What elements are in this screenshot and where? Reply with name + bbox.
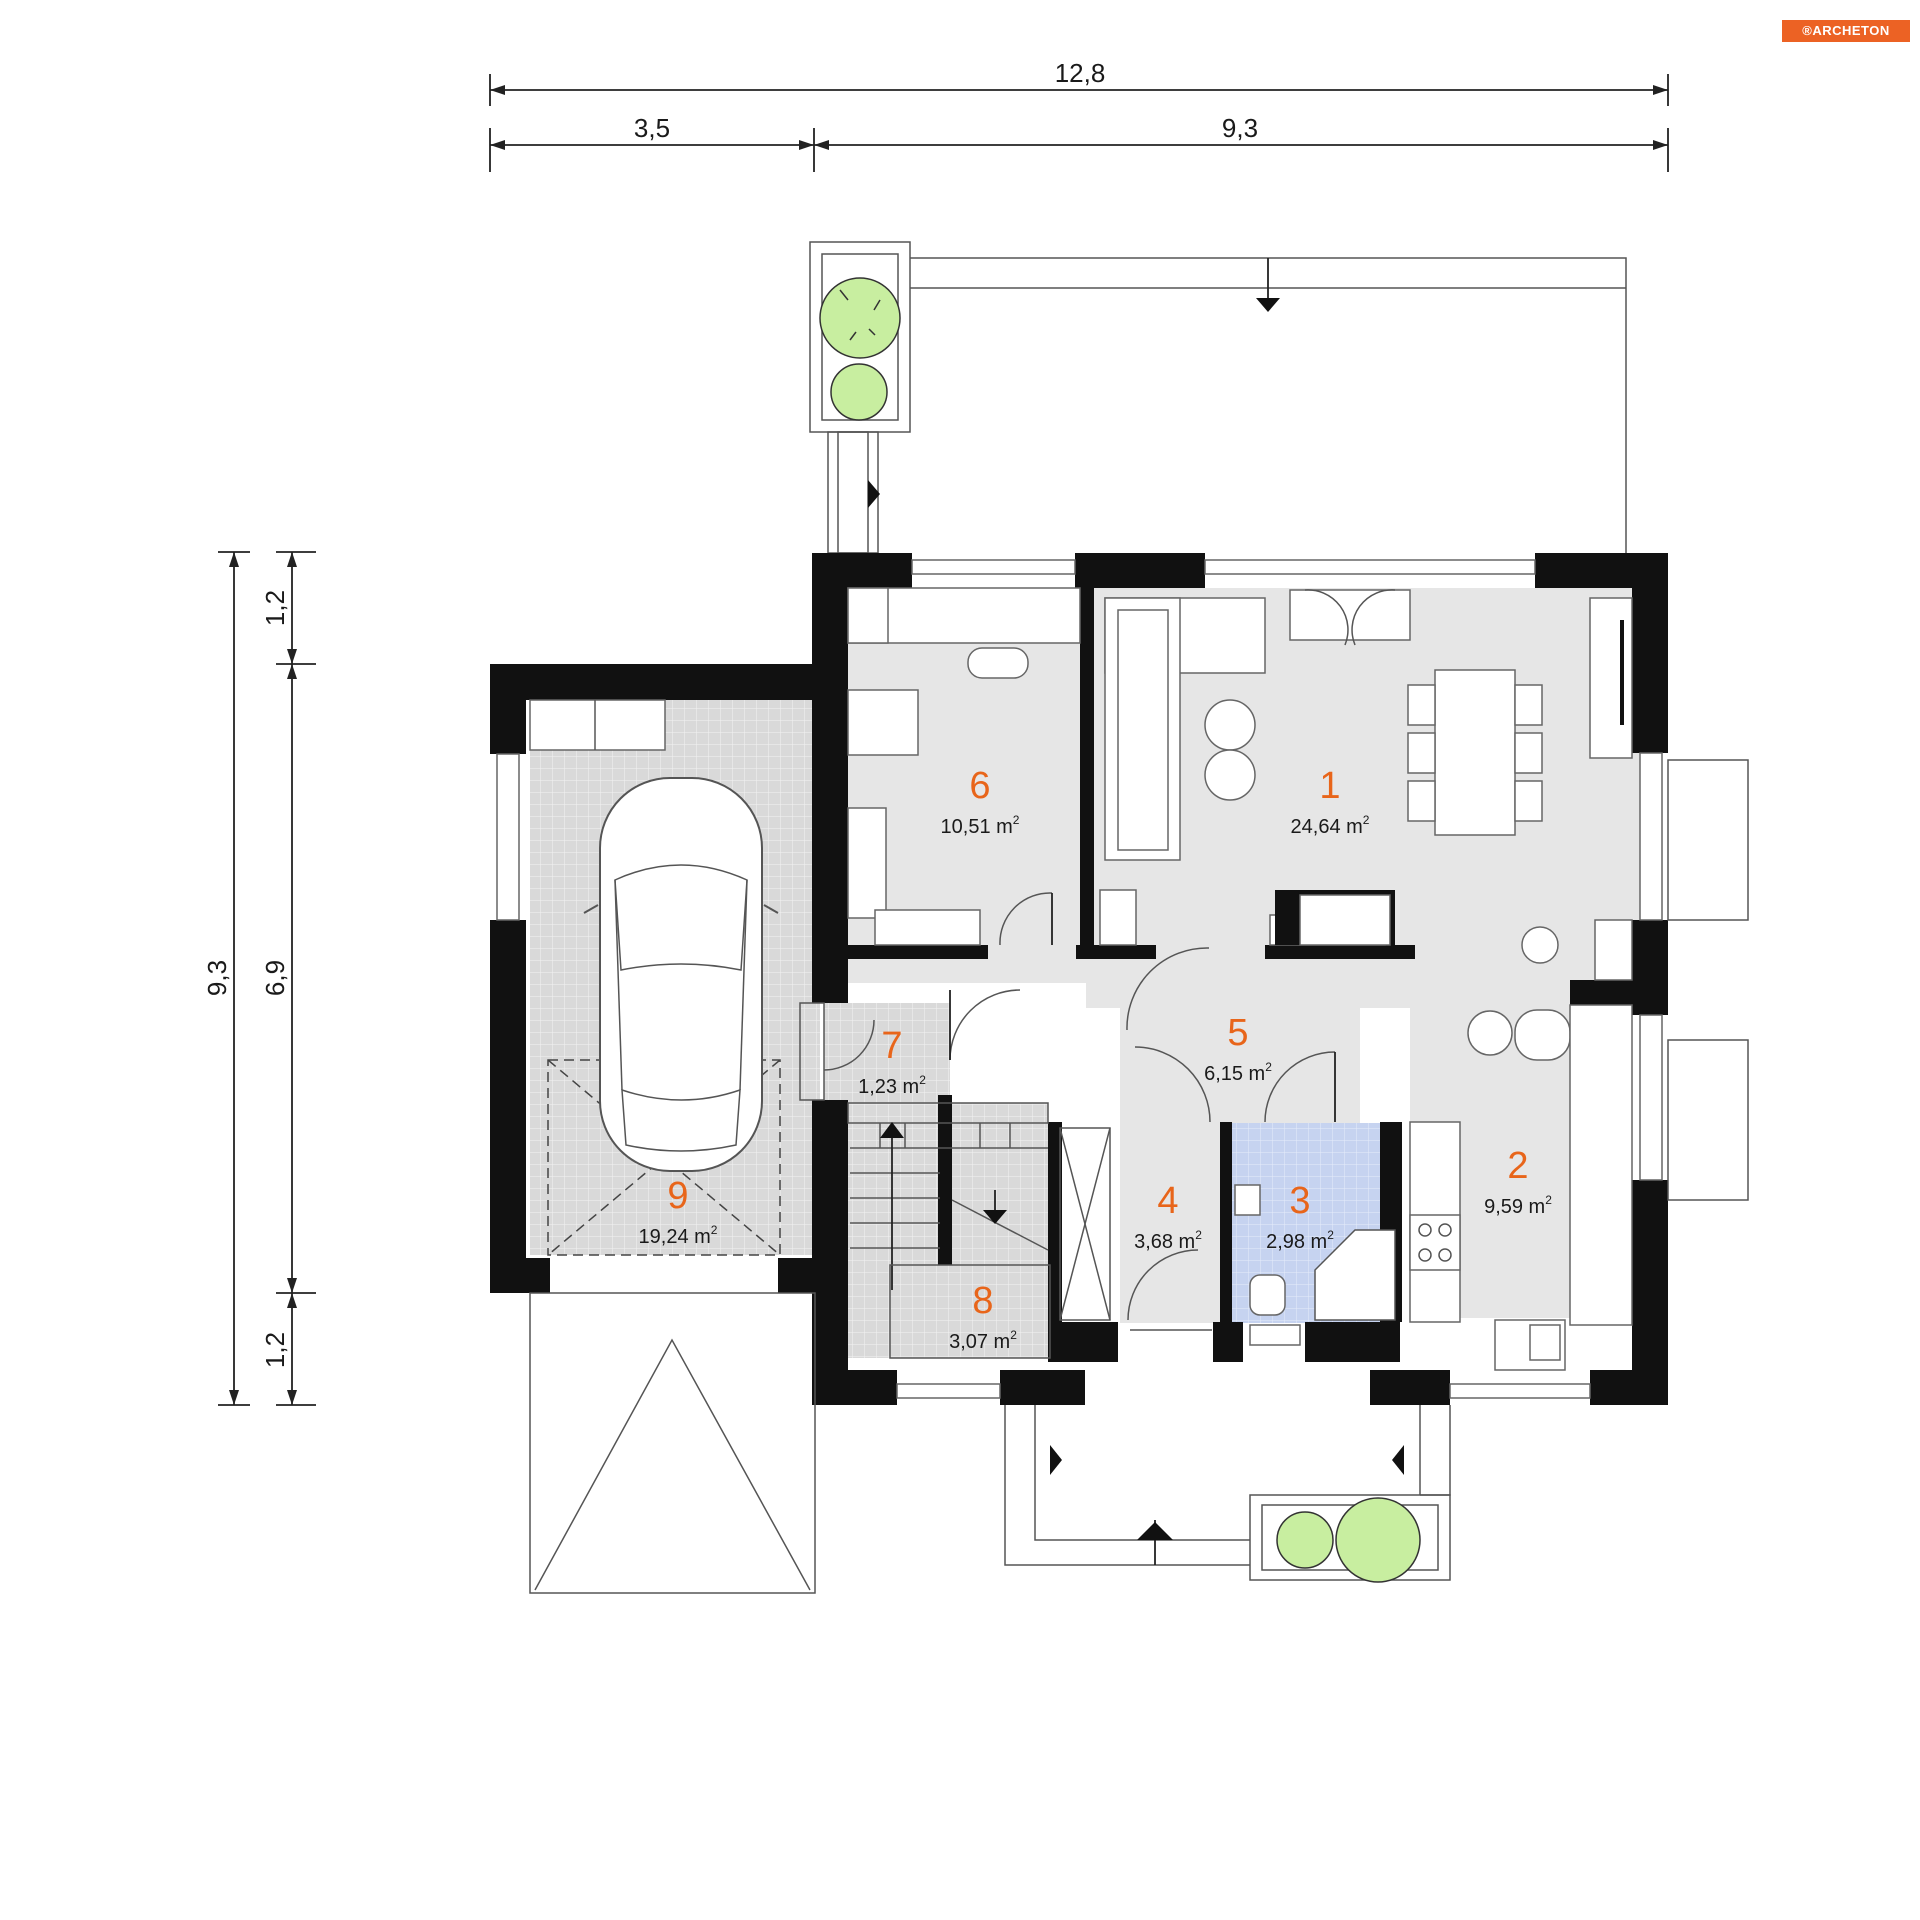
dim-left-top: 1,2 <box>260 590 290 626</box>
shrub-icon <box>1276 1511 1334 1569</box>
room-labels: 1 24,64 m2 2 9,59 m2 3 2,98 m2 4 3,68 m2… <box>639 765 1553 1353</box>
tree-icon <box>819 277 901 359</box>
room-area: 3,07 m2 <box>949 1328 1017 1353</box>
front-entrance <box>1004 1405 1451 1583</box>
room-number: 6 <box>969 765 990 807</box>
floors <box>530 588 1640 1358</box>
stairs-and-vestibule <box>799 1002 1051 1359</box>
office-furniture <box>847 587 1081 946</box>
living-furniture <box>1099 589 1633 1061</box>
kitchen-fixtures <box>1409 1004 1633 1371</box>
room-area: 9,59 m2 <box>1484 1193 1552 1218</box>
room-area: 6,15 m2 <box>1204 1060 1272 1085</box>
bathroom-fixtures <box>1234 1184 1396 1346</box>
room-number: 2 <box>1507 1145 1528 1187</box>
dim-top-left: 3,5 <box>634 113 670 143</box>
room-area: 1,23 m2 <box>858 1073 926 1098</box>
room-number: 3 <box>1289 1180 1310 1222</box>
room-number: 9 <box>667 1175 688 1217</box>
room-area: 2,98 m2 <box>1266 1228 1334 1253</box>
room-number: 8 <box>972 1280 993 1322</box>
dim-left-total: 9,3 <box>202 960 232 996</box>
dim-top-total: 12,8 <box>1055 58 1106 88</box>
car-icon <box>583 777 779 1172</box>
room-number: 5 <box>1227 1012 1248 1054</box>
dim-top-right: 9,3 <box>1222 113 1258 143</box>
room-area: 10,51 m2 <box>941 813 1020 838</box>
room-area: 3,68 m2 <box>1134 1228 1202 1253</box>
dimension-lines <box>218 74 1669 1406</box>
room-area: 24,64 m2 <box>1291 813 1370 838</box>
dim-left-bottom: 1,2 <box>260 1332 290 1368</box>
terrace <box>809 241 1627 554</box>
room-number: 1 <box>1319 765 1340 807</box>
windows <box>496 559 1749 1399</box>
archeton-logo: ®ARCHETON <box>1782 20 1910 42</box>
room-number: 7 <box>881 1025 902 1067</box>
room-number: 4 <box>1157 1180 1178 1222</box>
garage-contents <box>529 699 816 1594</box>
hall-doors <box>949 947 1336 1331</box>
room-area: 19,24 m2 <box>639 1223 718 1248</box>
walls <box>490 553 1668 1405</box>
shrub-icon <box>830 363 888 421</box>
dim-left-middle: 6,9 <box>260 960 290 996</box>
tree-icon <box>1335 1497 1421 1583</box>
